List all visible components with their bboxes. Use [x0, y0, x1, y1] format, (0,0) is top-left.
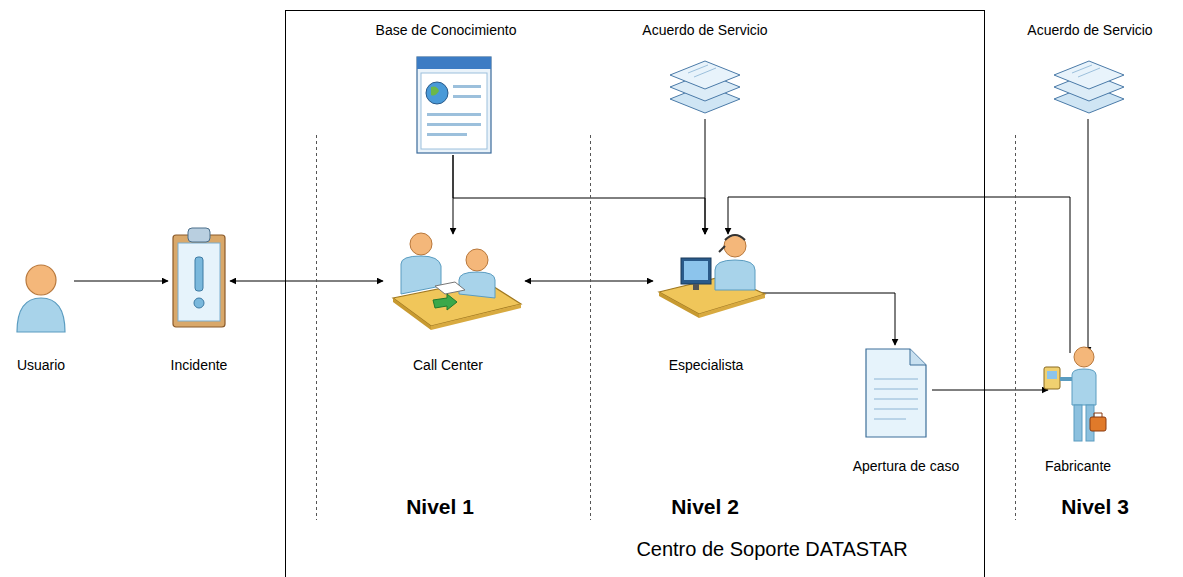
node-label: Centro de Soporte DATASTAR	[636, 537, 907, 561]
icon-part	[1074, 347, 1094, 367]
node-label: Acuerdo de Servicio	[642, 21, 767, 39]
icon-part	[459, 272, 495, 298]
icon-part	[194, 298, 204, 308]
icon-part	[431, 87, 439, 96]
connector-arrow	[1088, 119, 1089, 353]
icon-part	[1090, 417, 1106, 431]
icon-part	[453, 85, 481, 88]
icon-part	[26, 265, 56, 295]
icon-part	[694, 68, 716, 77]
icon-part	[178, 243, 220, 321]
icon-part	[724, 235, 746, 257]
call-center-icon: Call Center	[385, 228, 523, 330]
icon-part	[1054, 61, 1124, 89]
icon-part	[431, 304, 521, 330]
spec-drawing	[655, 230, 767, 322]
connector-arrow	[230, 281, 383, 282]
icon-part	[659, 292, 699, 318]
fab-drawing	[1040, 345, 1108, 445]
connector-arrow	[525, 281, 653, 282]
node-label: Base de Conocimiento	[376, 21, 517, 39]
icon-part	[670, 61, 740, 89]
icon-part	[1072, 65, 1092, 73]
user-icon: Usuario	[12, 262, 70, 334]
icon-part	[1044, 367, 1060, 389]
icon-part	[417, 57, 491, 153]
connector-arrow	[932, 390, 1048, 391]
level-label: Nivel 3	[1061, 494, 1129, 520]
icon-part	[427, 133, 467, 136]
level-label: Nivel 2	[671, 494, 739, 520]
icon-part	[1060, 377, 1072, 381]
icon-part	[401, 256, 441, 294]
specialist-icon: Especialista	[655, 230, 767, 322]
icon-part	[725, 235, 745, 240]
icon-part	[866, 349, 926, 437]
clip-drawing	[170, 225, 228, 330]
manufacturer-icon: Fabricante	[1040, 345, 1108, 445]
level-label: Nivel 1	[406, 494, 474, 520]
user-drawing	[12, 262, 70, 334]
dashed-divider	[1015, 135, 1016, 520]
icon-part	[688, 65, 708, 73]
connector-arrow	[705, 119, 706, 234]
node-label: Especialista	[669, 356, 744, 374]
icon-part	[1078, 68, 1100, 77]
icon-part	[1072, 369, 1096, 405]
icon-part	[421, 73, 487, 149]
docs-drawing	[1052, 55, 1126, 119]
connector-arrow	[728, 197, 1070, 353]
icon-part	[417, 57, 491, 69]
docs-drawing	[668, 55, 742, 119]
node-label: Usuario	[17, 356, 65, 374]
icon-part	[1094, 413, 1102, 417]
call-drawing	[385, 228, 523, 330]
incident-clipboard: Incidente	[170, 225, 228, 330]
icon-part	[719, 246, 725, 252]
icon-part	[17, 298, 65, 332]
connector-arrow	[757, 293, 895, 345]
doc-drawing	[862, 345, 930, 441]
icon-part	[699, 294, 765, 318]
icon-part	[1074, 405, 1082, 441]
icon-part	[426, 82, 448, 104]
icon-part	[874, 419, 906, 420]
icon-part	[1047, 371, 1057, 379]
knowledge-base-icon: Base de Conocimiento	[415, 55, 493, 155]
support-center-region: Centro de Soporte DATASTAR Base de Conoci…	[285, 10, 985, 577]
icon-part	[173, 235, 225, 327]
icon-part	[874, 389, 918, 390]
icon-part	[874, 409, 918, 410]
icon-part	[684, 261, 708, 280]
node-label: Call Center	[413, 356, 483, 374]
node-label: Acuerdo de Servicio	[1027, 21, 1152, 39]
dashed-divider	[316, 135, 317, 520]
case-document-icon: Apertura de caso	[862, 345, 930, 441]
node-label: Incidente	[171, 356, 228, 374]
icon-part	[410, 233, 432, 255]
connector-arrow	[74, 281, 168, 282]
service-agreement-icon: Acuerdo de Servicio	[668, 55, 742, 119]
node-label: Apertura de caso	[853, 457, 960, 475]
icon-part	[874, 379, 918, 380]
node-label: Fabricante	[1045, 457, 1111, 475]
icon-part	[427, 113, 481, 116]
icon-part	[195, 257, 203, 291]
service-agreement-icon: Acuerdo de Servicio	[1052, 55, 1126, 119]
dashed-divider	[590, 135, 591, 520]
icon-part	[188, 228, 210, 242]
web-drawing	[415, 55, 493, 155]
icon-part	[910, 349, 926, 365]
icon-part	[874, 399, 918, 400]
icon-part	[427, 123, 481, 126]
icon-part	[693, 284, 699, 290]
icon-part	[433, 294, 457, 310]
icon-part	[435, 282, 465, 294]
icon-part	[466, 249, 488, 271]
connector-arrow	[453, 155, 705, 234]
icon-part	[393, 298, 431, 330]
icon-part	[681, 258, 711, 284]
icon-part	[715, 260, 755, 290]
icon-part	[453, 95, 481, 98]
